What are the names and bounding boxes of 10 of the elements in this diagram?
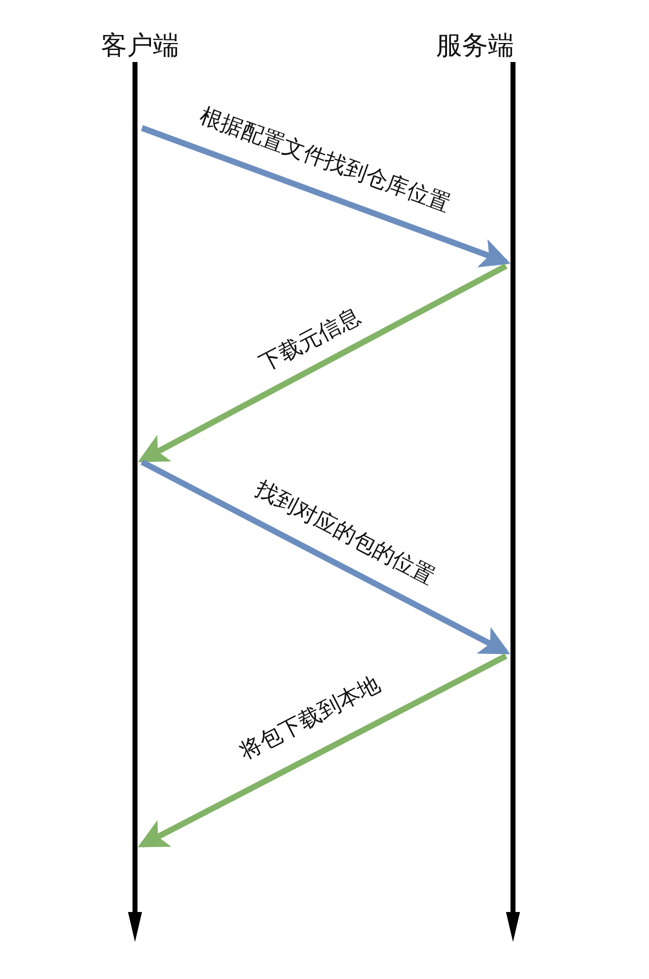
lifeline-heading: 客户端 bbox=[101, 28, 179, 63]
edge-label: 下载元信息 bbox=[254, 302, 366, 379]
edge-label: 根据配置文件找到仓库位置 bbox=[196, 102, 454, 220]
edge-label: 找到对应的包的位置 bbox=[250, 476, 440, 592]
edge-label: 将包下载到本地 bbox=[235, 671, 386, 767]
message-arrow bbox=[138, 263, 508, 463]
message-arrow bbox=[140, 459, 510, 655]
message-arrow bbox=[138, 653, 508, 848]
lifeline-heading: 服务端 bbox=[436, 28, 514, 63]
message-arrow bbox=[140, 125, 510, 268]
